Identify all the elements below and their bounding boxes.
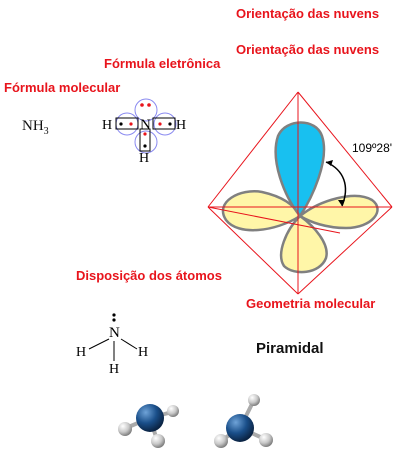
ball-model-left xyxy=(118,404,179,448)
atom-arrangement-diagram: N H H H xyxy=(76,313,148,377)
bond-lobe-left xyxy=(221,190,302,232)
orbital-circle-right xyxy=(153,112,177,136)
bond-line xyxy=(120,338,138,350)
electronic-hydrogen-right: H xyxy=(176,118,186,133)
hydrogen-ball xyxy=(248,394,260,406)
hydrogen-ball xyxy=(118,422,132,436)
electronic-formula-diagram: N H H H xyxy=(102,98,186,166)
arrangement-hydrogen-right: H xyxy=(138,345,148,360)
arrangement-hydrogen-left: H xyxy=(76,345,86,360)
bond-lobe-right xyxy=(297,194,379,230)
arrangement-hydrogen-bottom: H xyxy=(109,362,119,377)
electron-dot xyxy=(143,132,147,136)
lone-pair-dot xyxy=(147,103,151,107)
lone-pair-dot xyxy=(112,313,116,317)
arrowhead xyxy=(338,200,345,206)
hydrogen-ball xyxy=(167,405,179,417)
lone-pair-dot xyxy=(112,318,116,322)
bond-line xyxy=(88,338,110,350)
nitrogen-ball xyxy=(136,404,164,432)
orbital-circle-left xyxy=(115,112,139,136)
formula-subscript: 3 xyxy=(43,126,49,137)
bond-lobe-front xyxy=(279,214,328,274)
orientation-title: Orientação das nuvens xyxy=(236,42,380,57)
hydrogen-ball xyxy=(151,434,165,448)
hydrogen-ball xyxy=(259,433,273,447)
electron-dot xyxy=(143,144,147,148)
formula-symbol: NH xyxy=(22,118,44,134)
geometry-shape-name: Piramidal xyxy=(256,340,324,357)
molecular-formula-value: NH3 xyxy=(22,118,49,137)
pyramid-edges xyxy=(207,91,393,295)
lone-pair-lobe xyxy=(274,121,326,219)
electronic-central-atom: N xyxy=(140,117,151,133)
electronic-hydrogen-left: H xyxy=(102,118,112,133)
lone-pair-dot xyxy=(140,103,144,107)
electron-dot xyxy=(168,122,172,126)
orbital-orientation-diagram: 109º28' xyxy=(207,91,393,295)
orientation-title-top: Orientação das nuvens xyxy=(236,6,380,21)
bond-box-left xyxy=(115,117,139,130)
bond-angle-label: 109º28' xyxy=(352,141,392,155)
orbital-circle-top xyxy=(134,98,158,122)
electronic-hydrogen-bottom: H xyxy=(139,151,149,166)
nitrogen-ball xyxy=(226,414,254,442)
bond-box-bottom xyxy=(139,128,151,152)
ball-model-right xyxy=(214,394,273,448)
arrowhead xyxy=(326,160,333,166)
arrangement-central-atom: N xyxy=(109,325,120,341)
hydrogen-ball xyxy=(214,434,228,448)
bond-box-right xyxy=(152,117,176,130)
electron-dot xyxy=(119,122,123,126)
orbital-circle-bottom xyxy=(134,130,158,154)
electron-dot xyxy=(158,122,162,126)
electron-dot xyxy=(129,122,133,126)
